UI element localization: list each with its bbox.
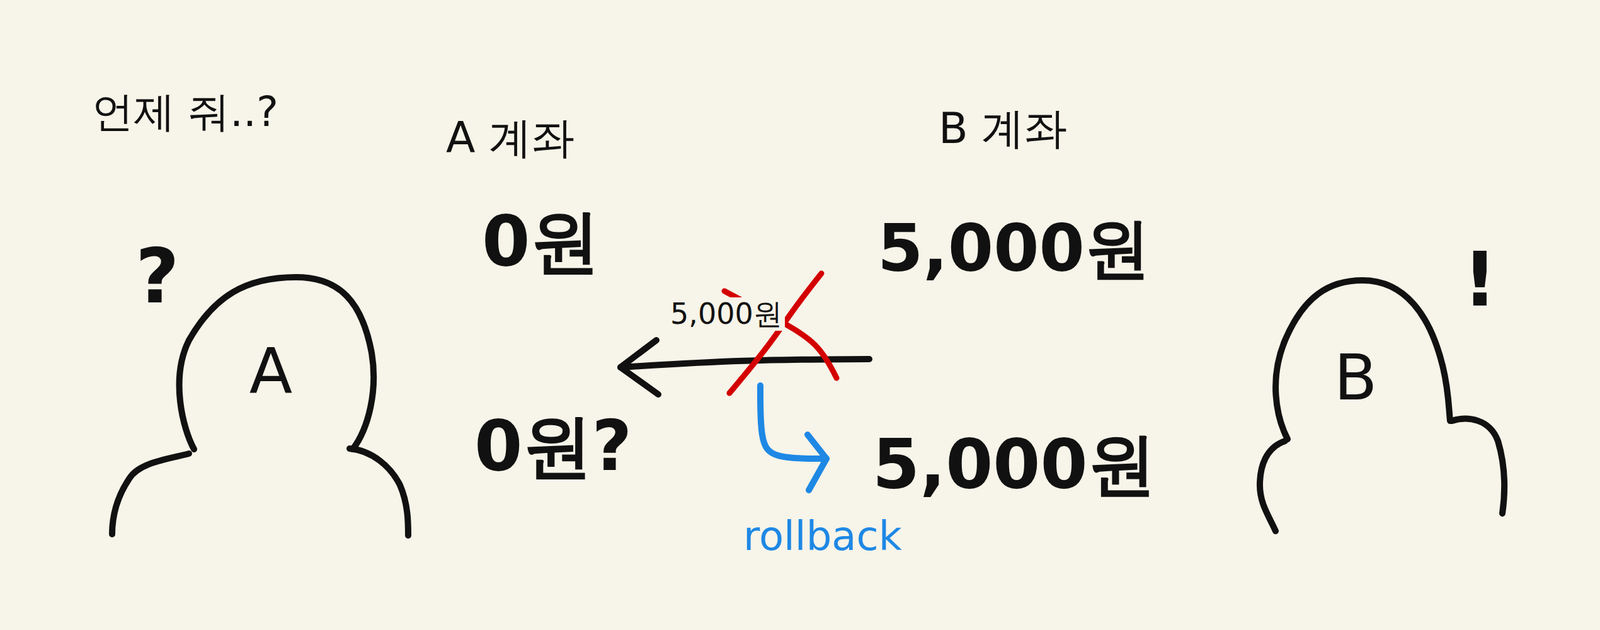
- balance: 5,000원: [877, 211, 1151, 287]
- transfer-arrow-head: [620, 340, 659, 395]
- figure-stroke: [112, 453, 189, 535]
- balance: 5,000원: [872, 425, 1156, 504]
- figure-stroke: [179, 277, 375, 450]
- figure-stroke: [1259, 440, 1286, 532]
- balance: 0원?: [474, 406, 632, 487]
- rollback-label: rollback: [743, 513, 903, 560]
- figure-stroke: [1275, 280, 1451, 440]
- figure-stroke: [349, 448, 409, 536]
- question-mark: ?: [135, 233, 180, 320]
- account-title: B 계좌: [938, 103, 1068, 154]
- account-title: A 계좌: [445, 113, 575, 163]
- rollback-arrow-head: [807, 434, 827, 491]
- person-name: B: [1334, 343, 1378, 413]
- speech-text: 언제 줘..?: [91, 88, 279, 137]
- exclamation-mark: !: [1462, 236, 1498, 324]
- person-name: A: [249, 337, 293, 407]
- balance: 0원: [481, 201, 600, 282]
- transfer-amount: 5,000원: [667, 297, 785, 331]
- cancel-cross: [729, 273, 822, 394]
- figure-stroke: [1451, 418, 1505, 514]
